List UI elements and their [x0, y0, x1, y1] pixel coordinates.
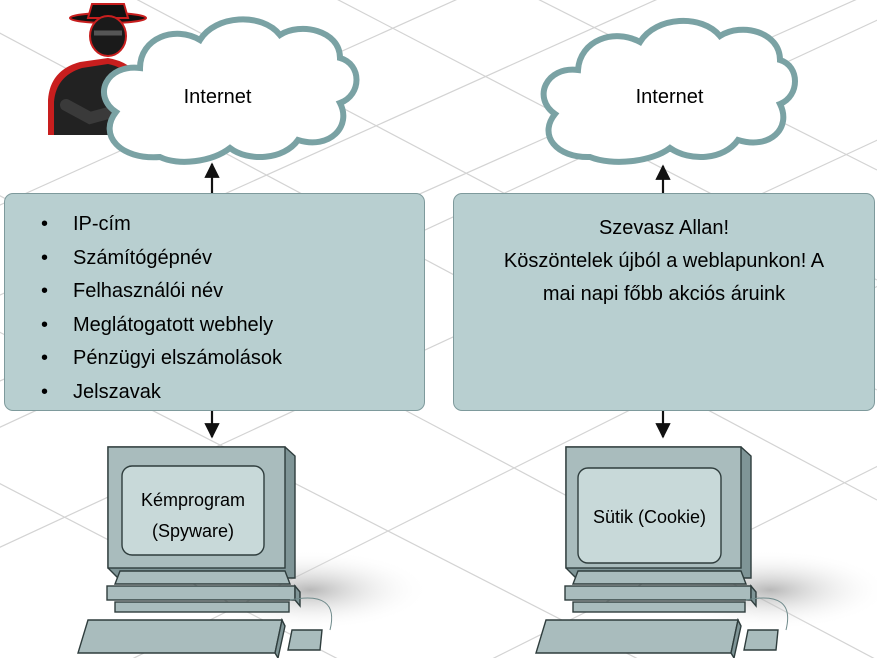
spyware-label-line1: Kémprogram — [140, 490, 246, 510]
right-cloud-label: Internet — [635, 86, 704, 108]
collected-data-panel: IP-cím Számítógépnév Felhasználói név Me… — [4, 193, 425, 411]
left-cloud-icon — [101, 16, 360, 165]
spyware-label-line2: (Spyware) — [151, 521, 235, 541]
list-item: Pénzügyi elszámolások — [35, 342, 424, 376]
list-item: Számítógépnév — [35, 242, 424, 276]
arrow-icon — [204, 162, 671, 439]
left-cloud-label: Internet — [183, 86, 252, 108]
collected-data-list: IP-cím Számítógépnév Felhasználói név Me… — [5, 194, 424, 410]
list-item: IP-cím — [35, 208, 424, 242]
left-computer-icon — [77, 446, 332, 658]
greeting-line: Köszöntelek újból a weblapunkon! A — [503, 250, 825, 272]
greeting-text: Szevasz Allan! Köszöntelek újból a webla… — [454, 212, 874, 311]
spyware-screen-label: Kémprogram (Spyware) — [122, 485, 264, 547]
right-cloud-icon — [540, 17, 798, 165]
greeting-line: mai napi főbb akciós áruink — [542, 283, 786, 305]
cookie-screen-label: Sütik (Cookie) — [592, 507, 707, 527]
greeting-line: Szevasz Allan! — [598, 217, 730, 239]
list-item: Jelszavak — [35, 376, 424, 410]
greeting-panel: Szevasz Allan! Köszöntelek újból a webla… — [453, 193, 875, 411]
list-item: Meglátogatott webhely — [35, 309, 424, 343]
right-computer-icon — [535, 446, 788, 658]
list-item: Felhasználói név — [35, 275, 424, 309]
